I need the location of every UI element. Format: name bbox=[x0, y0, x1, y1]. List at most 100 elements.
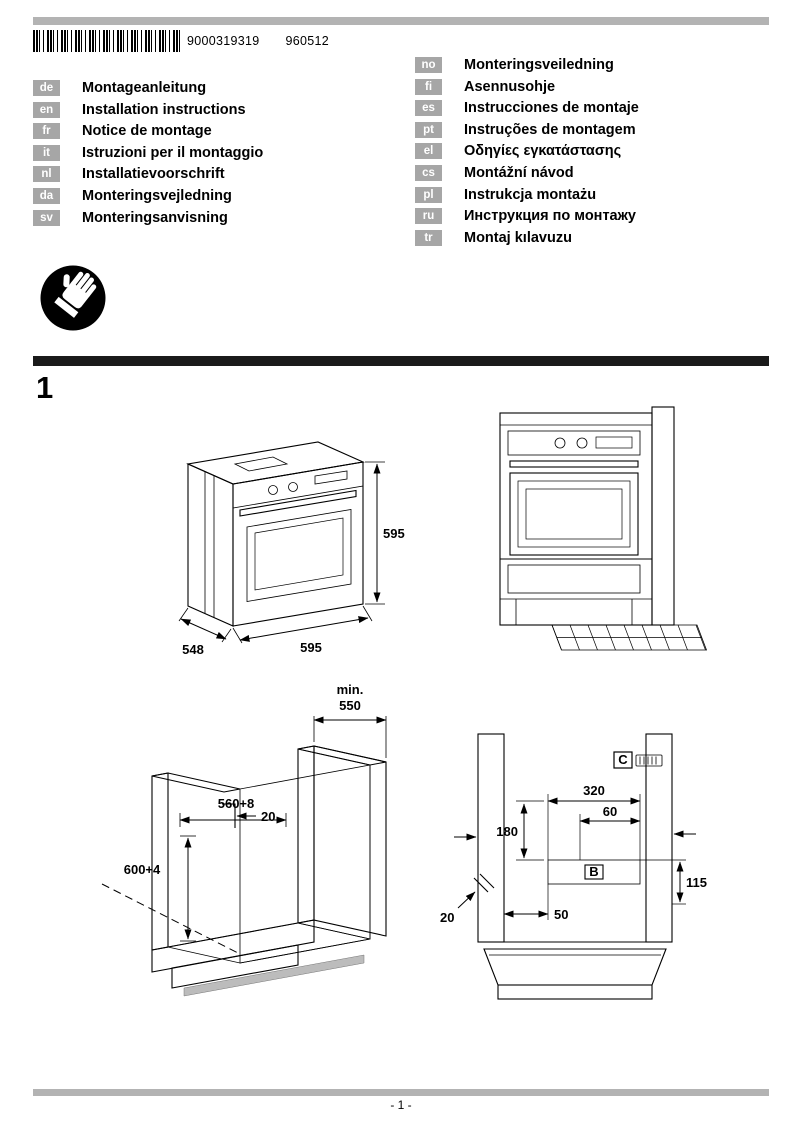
language-item: fr Notice de montage bbox=[33, 123, 263, 140]
language-code-badge: el bbox=[415, 143, 442, 160]
dim-niche-width: 560+8 bbox=[218, 796, 255, 811]
display bbox=[314, 470, 348, 485]
language-code-badge: sv bbox=[33, 209, 60, 226]
language-item: pt Instruções de montagem bbox=[415, 121, 639, 138]
language-item: it Istruzioni per il montaggio bbox=[33, 144, 264, 161]
dim-20: 20 bbox=[440, 910, 454, 925]
dimension-niche-height: 600+4 bbox=[124, 835, 196, 942]
language-code-badge: pt bbox=[415, 121, 442, 138]
dimension-115: 115 bbox=[640, 859, 707, 905]
dim-60: 60 bbox=[603, 804, 617, 819]
barcode-number: 9000319319 bbox=[187, 34, 260, 48]
control-panel bbox=[232, 461, 364, 509]
language-item: cs Montážní návod bbox=[415, 164, 639, 181]
dimension-50: 50 bbox=[503, 884, 568, 922]
language-title: Asennusohje bbox=[464, 78, 556, 95]
accessory-label-b: B bbox=[589, 864, 598, 879]
accessory-label-c: C bbox=[618, 752, 628, 767]
language-item: ru Инструкция по монтажу bbox=[415, 208, 639, 225]
niche-floor bbox=[167, 922, 371, 964]
language-code-badge: da bbox=[33, 187, 60, 204]
floor-dashed-line bbox=[101, 883, 241, 955]
language-item: de Montageanleitung bbox=[33, 80, 263, 96]
door-handle bbox=[509, 460, 639, 468]
language-code-badge: es bbox=[415, 100, 442, 117]
language-item: tr Montaj kılavuzu bbox=[415, 229, 639, 246]
figure-number: 1 bbox=[36, 370, 54, 405]
document-code: 960512 bbox=[285, 34, 330, 48]
language-item: sv Monteringsanvisning bbox=[33, 209, 263, 226]
language-item: pl Instrukcja montażu bbox=[415, 186, 639, 203]
base-cabinet-drawing: 320 60 180 115 50 20 bbox=[440, 733, 707, 1000]
dimension-20: 20 bbox=[440, 873, 495, 925]
floor-tiles bbox=[551, 624, 707, 651]
oven-door bbox=[246, 509, 352, 602]
plinth bbox=[171, 944, 299, 989]
dimension-width: 595 bbox=[232, 605, 373, 655]
language-title: Notice de montage bbox=[82, 123, 212, 140]
language-item: fi Asennusohje bbox=[415, 78, 639, 95]
tall-cabinet bbox=[499, 412, 653, 626]
niche-drawing: min. 550 560+8 600+4 20 bbox=[101, 682, 387, 997]
language-code-badge: fi bbox=[415, 78, 442, 95]
wall bbox=[651, 406, 675, 626]
label-B: B bbox=[584, 864, 604, 880]
language-item: en Installation instructions bbox=[33, 101, 263, 118]
dimension-gap: 20 bbox=[236, 809, 275, 824]
control-knob bbox=[554, 437, 566, 449]
oven-body bbox=[186, 441, 365, 627]
language-code-badge: tr bbox=[415, 229, 442, 246]
language-item: no Monteringsveiledning bbox=[415, 57, 639, 73]
language-title: Monteringsvejledning bbox=[82, 187, 232, 204]
dim-oven-depth: 548 bbox=[182, 642, 204, 657]
language-code-badge: nl bbox=[33, 166, 60, 183]
oven-installed-drawing bbox=[499, 406, 707, 651]
language-list-left: de Montageanleitung en Installation instru… bbox=[33, 80, 263, 226]
dim-oven-width: 595 bbox=[300, 640, 322, 655]
language-code-badge: fr bbox=[33, 123, 60, 140]
language-title: Instrukcja montażu bbox=[464, 186, 597, 203]
language-code-badge: no bbox=[415, 57, 442, 73]
control-panel bbox=[507, 430, 641, 456]
language-code-badge: en bbox=[33, 101, 60, 118]
language-title: Monteringsveiledning bbox=[464, 57, 614, 73]
dim-180: 180 bbox=[496, 824, 518, 839]
language-title: Instrucciones de montaje bbox=[464, 100, 639, 117]
dim-320: 320 bbox=[583, 783, 605, 798]
right-side-panel bbox=[645, 733, 673, 943]
language-code-badge: cs bbox=[415, 164, 442, 181]
niche-cabinet bbox=[101, 745, 387, 997]
language-code-badge: it bbox=[33, 144, 60, 161]
language-title: Installatievoorschrift bbox=[82, 166, 225, 183]
language-code-badge: ru bbox=[415, 208, 442, 225]
language-item: es Instrucciones de montaje bbox=[415, 100, 639, 117]
section-divider bbox=[33, 356, 769, 366]
control-knob bbox=[576, 437, 588, 449]
right-panel bbox=[297, 745, 315, 924]
language-title: Montážní návod bbox=[464, 164, 574, 181]
dim-niche-height: 600+4 bbox=[124, 862, 161, 877]
language-code-badge: de bbox=[33, 80, 60, 96]
dimension-min-depth: min. 550 bbox=[313, 682, 387, 758]
display bbox=[595, 436, 633, 449]
language-title: Installation instructions bbox=[82, 101, 246, 118]
bottom-front-rail bbox=[151, 919, 315, 973]
top-rule bbox=[33, 17, 769, 25]
language-item: nl Installatievoorschrift bbox=[33, 166, 263, 183]
oven-isometric-drawing: 595 595 548 bbox=[178, 441, 405, 657]
door-glass bbox=[517, 480, 631, 548]
dim-oven-height: 595 bbox=[383, 526, 405, 541]
language-title: Instruções de montagem bbox=[464, 121, 636, 138]
niche-back-wall bbox=[239, 764, 371, 964]
seal-strip-icon bbox=[635, 754, 663, 767]
language-title: Montaj kılavuzu bbox=[464, 229, 572, 246]
label-C: C bbox=[613, 751, 663, 769]
bottom-rule bbox=[33, 1089, 769, 1096]
language-title: Montageanleitung bbox=[82, 80, 207, 96]
language-code-badge: pl bbox=[415, 186, 442, 203]
language-title: Monteringsanvisning bbox=[82, 209, 228, 226]
language-title: Istruzioni per il montaggio bbox=[82, 144, 264, 161]
language-title: Инструкция по монтажу bbox=[464, 208, 636, 225]
